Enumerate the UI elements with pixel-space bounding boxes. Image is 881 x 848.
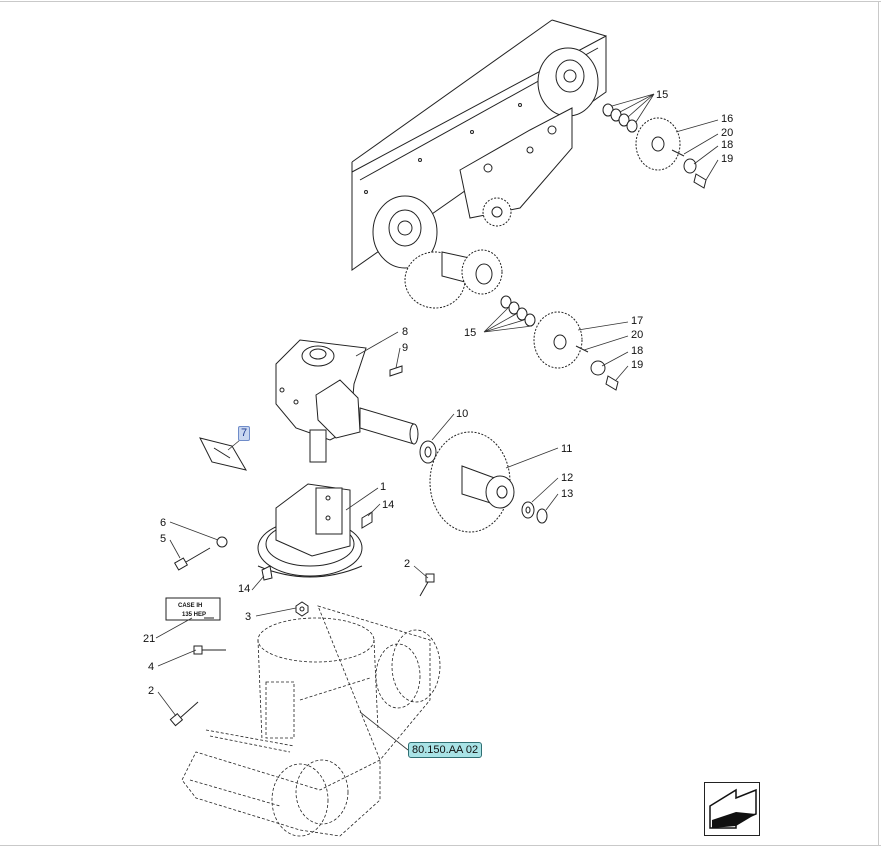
callout-20-lower: 20	[631, 329, 643, 341]
callout-14-lower: 14	[238, 583, 250, 595]
clip-14-upper	[361, 511, 373, 529]
idler-sprocket	[482, 197, 512, 227]
shaft-sprocket-assembly	[404, 249, 503, 309]
frame-plate	[351, 19, 607, 271]
leader-lines	[155, 93, 719, 751]
callout-2-upper: 2	[404, 558, 410, 570]
circlip-13	[536, 508, 548, 524]
washer-12	[521, 501, 535, 519]
callout-1: 1	[380, 481, 386, 493]
callout-11: 11	[561, 443, 572, 455]
key-9	[389, 365, 403, 377]
callout-labels: 15 16 20 18 19 15 17 20 18 19 8 9 10 11 …	[143, 89, 733, 697]
callout-20-upper: 20	[721, 127, 733, 139]
washer-6	[216, 536, 228, 548]
callout-5: 5	[160, 533, 166, 545]
callout-15-upper: 15	[656, 89, 668, 101]
bolt-5	[173, 547, 211, 571]
callout-10: 10	[456, 408, 468, 420]
callout-3: 3	[245, 611, 251, 623]
nut-3	[295, 601, 309, 617]
bolt-2-upper	[419, 573, 435, 597]
decal-line-1: CASE IH	[178, 603, 202, 609]
sprocket-17	[533, 311, 619, 391]
decal-line-2: 135 HEP	[182, 612, 206, 618]
lower-housing-phantom	[181, 605, 441, 837]
washer-10	[419, 440, 437, 464]
callout-9: 9	[402, 342, 408, 354]
bottom-border	[0, 845, 881, 846]
bolt-2-lower	[169, 701, 199, 727]
return-arrow-icon	[709, 788, 757, 829]
callout-18-lower: 18	[631, 345, 643, 357]
sprocket-16	[635, 117, 707, 189]
right-border	[878, 1, 879, 846]
callout-12: 12	[561, 472, 573, 484]
callout-15-lower: 15	[464, 327, 476, 339]
gearbox-8	[275, 339, 419, 463]
callout-18-upper: 18	[721, 139, 733, 151]
return-button[interactable]	[704, 782, 760, 836]
washers-15-lower	[500, 295, 536, 327]
part-7-link[interactable]: 7	[238, 426, 251, 441]
callout-6: 6	[160, 517, 166, 529]
reference-link-80-150-aa-02[interactable]: 80.150.AA 02	[408, 742, 483, 758]
callout-13: 13	[561, 488, 573, 500]
decal-21: CASE IH 135 HEP	[165, 597, 221, 621]
callout-21: 21	[143, 633, 155, 645]
top-border	[0, 1, 881, 2]
washers-15-upper	[602, 103, 638, 133]
callout-19-upper: 19	[721, 153, 733, 165]
support-housing-1	[257, 483, 363, 578]
sprocket-11	[429, 431, 515, 533]
bolt-4	[193, 645, 226, 655]
callout-19-lower: 19	[631, 359, 643, 371]
callout-17: 17	[631, 315, 643, 327]
shim-7	[199, 437, 248, 471]
callout-16: 16	[721, 113, 733, 125]
callout-8: 8	[402, 326, 408, 338]
callout-4: 4	[148, 661, 154, 673]
callout-14-upper: 14	[382, 499, 394, 511]
callout-2-lower: 2	[148, 685, 154, 697]
